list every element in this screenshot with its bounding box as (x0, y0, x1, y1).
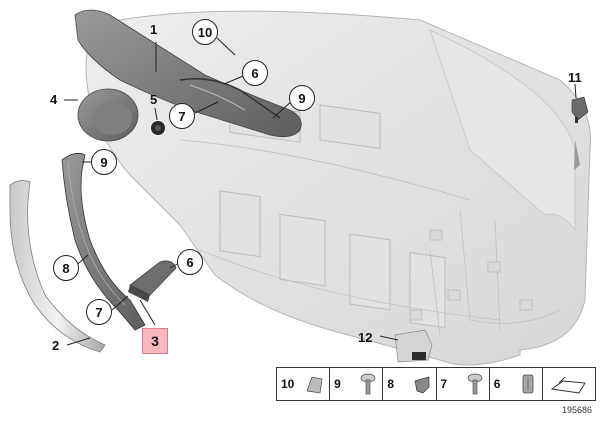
part-11-clip (571, 96, 589, 123)
part-12-clip (394, 329, 433, 363)
part-6-pull-cup (128, 260, 177, 302)
callout-6: 6 (242, 60, 268, 86)
clip-icon (306, 376, 323, 394)
callout-10: 10 (192, 19, 218, 45)
fastener-legend: 10 9 8 7 6 (276, 367, 596, 401)
callout-9-lower: 9 (91, 149, 117, 175)
part-2-trim-strip (9, 180, 106, 353)
legend-cell-8: 8 (383, 368, 437, 400)
legend-number: 10 (281, 377, 295, 391)
callout-1: 1 (150, 22, 158, 37)
legend-number: 6 (493, 377, 501, 391)
legend-cell-7: 7 (437, 368, 490, 400)
callout-11: 11 (568, 70, 582, 85)
legend-cell-misc (543, 368, 595, 400)
legend-number: 8 (387, 377, 395, 391)
callout-6-lower: 6 (177, 249, 203, 275)
legend-cell-10: 10 (277, 368, 331, 400)
clip-icon (414, 376, 429, 394)
callout-4: 4 (50, 92, 58, 107)
screw-icon (360, 373, 376, 395)
part-1-trim (74, 9, 302, 138)
foil-seal-icon (550, 376, 586, 394)
callout-7: 7 (169, 103, 195, 129)
legend-number: 9 (334, 377, 341, 391)
callout-9: 9 (289, 85, 315, 111)
callout-5: 5 (150, 92, 158, 107)
diagram-number: 195686 (561, 405, 592, 415)
callout-7-lower: 7 (86, 299, 112, 325)
callout-8: 8 (53, 255, 79, 281)
leader-lines (64, 37, 577, 346)
legend-number: 7 (440, 377, 448, 391)
legend-cell-6: 6 (490, 368, 543, 400)
legend-cell-9: 9 (330, 368, 384, 400)
callout-3-highlighted: 3 (142, 328, 168, 354)
callout-12: 12 (358, 330, 373, 345)
part-4-speaker-cover (77, 88, 139, 142)
screw-icon (467, 373, 483, 395)
part-8-handle (61, 152, 146, 331)
part-5-plug (151, 121, 165, 135)
expanding-nut-icon (522, 374, 534, 394)
callout-2: 2 (52, 338, 60, 353)
